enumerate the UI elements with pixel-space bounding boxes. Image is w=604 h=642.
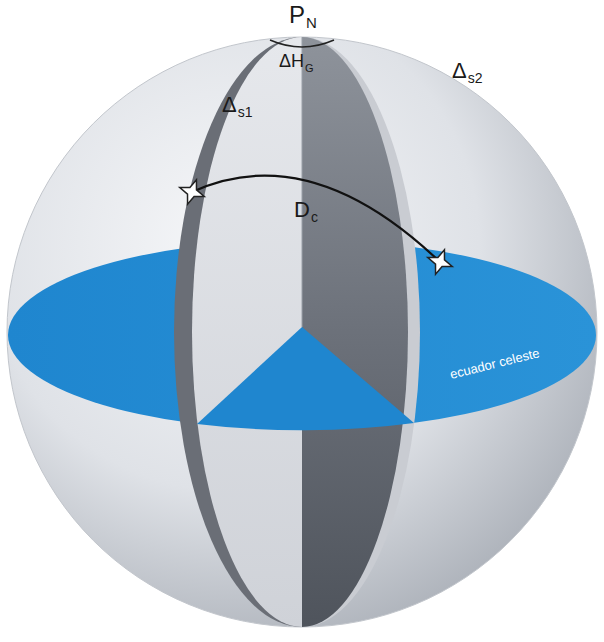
star [175, 175, 208, 208]
distance-subscript: c [311, 210, 318, 225]
plane-label: Δ [222, 93, 237, 117]
sphere [7, 37, 597, 627]
angle-arc [270, 40, 334, 47]
plane-label: Δ [452, 59, 467, 83]
distance-arc [192, 176, 440, 262]
angle-label: ΔH [279, 52, 304, 72]
meridian-rim [302, 37, 420, 627]
plane-subscript: s2 [468, 71, 483, 86]
star [423, 245, 456, 278]
pole-axis [302, 37, 303, 327]
meridian-plane [302, 37, 408, 627]
meridian-rim [174, 37, 302, 627]
distance-label: D [294, 198, 310, 222]
angle-subscript: G [305, 62, 314, 74]
pole-subscript: N [306, 15, 317, 32]
equator-wedge [197, 327, 414, 430]
pole-label: P [289, 2, 305, 28]
meridian-plane [192, 37, 302, 627]
plane-subscript: s1 [238, 105, 253, 120]
